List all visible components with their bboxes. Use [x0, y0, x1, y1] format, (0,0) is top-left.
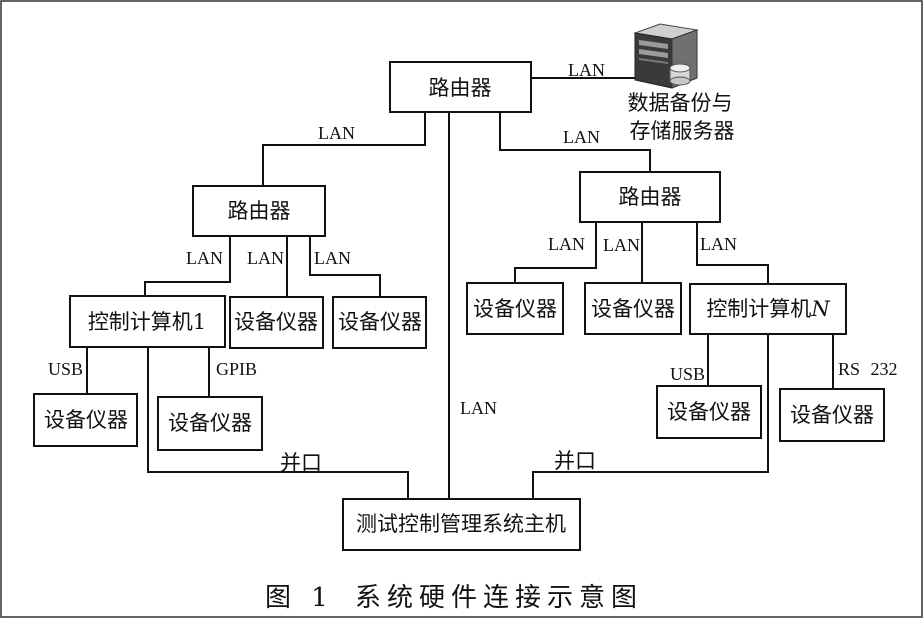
- router-top-label: 路由器: [429, 76, 492, 100]
- label-pcn-usb: USB: [670, 364, 705, 384]
- link-router-top-router-left: [262, 112, 426, 186]
- link-router-right-device-a: [514, 222, 597, 283]
- device-left-a-label: 设备仪器: [234, 310, 318, 334]
- server-icon: [633, 23, 699, 89]
- host-computer-label: 测试控制管理系统主机: [356, 512, 566, 536]
- control-computer-n: 控制计算机N: [689, 283, 847, 335]
- device-pcn-rs232-label: 设备仪器: [790, 403, 874, 427]
- server-label-line-2: 存储服务器: [630, 119, 735, 143]
- label-pc1-gpib: GPIB: [216, 359, 257, 379]
- link-router-right-pcn: [696, 222, 769, 284]
- label-router-left-device-b: LAN: [314, 248, 351, 268]
- device-pc1-usb-label: 设备仪器: [44, 408, 128, 432]
- device-pc1-usb: 设备仪器: [33, 393, 138, 447]
- router-left: 路由器: [192, 185, 326, 237]
- control-computer-n-prefix: 控制计算机: [706, 297, 811, 321]
- router-top: 路由器: [389, 61, 532, 113]
- label-pcn-rs232: RS 232: [838, 359, 898, 379]
- caption-title: 系统硬件连接示意图: [355, 583, 643, 613]
- caption-figure-number: 图 1: [265, 583, 334, 613]
- link-pcn-host: [532, 334, 769, 499]
- label-router-top-router-right: LAN: [563, 127, 600, 147]
- device-right-a-label: 设备仪器: [473, 297, 557, 321]
- link-router-left-pc1: [144, 236, 231, 296]
- device-right-a: 设备仪器: [466, 282, 564, 335]
- label-router-top-server: LAN: [568, 60, 605, 80]
- label-router-right-pcn: LAN: [700, 234, 737, 254]
- label-pcn-host: 并口: [554, 449, 596, 473]
- device-pcn-usb: 设备仪器: [656, 385, 762, 439]
- host-computer: 测试控制管理系统主机: [342, 498, 581, 551]
- label-router-right-device-b: LAN: [603, 235, 640, 255]
- label-pc1-host: 并口: [280, 451, 322, 475]
- router-left-label: 路由器: [228, 199, 291, 223]
- link-pc1-host: [147, 347, 409, 499]
- router-right-label: 路由器: [619, 185, 682, 209]
- device-left-b-label: 设备仪器: [338, 310, 422, 334]
- control-computer-1-label: 控制计算机1: [88, 310, 206, 334]
- label-router-right-device-a: LAN: [548, 234, 585, 254]
- link-router-top-router-right: [499, 112, 651, 172]
- router-right: 路由器: [579, 171, 721, 223]
- label-router-top-host: LAN: [460, 398, 497, 418]
- device-pcn-usb-label: 设备仪器: [667, 400, 751, 424]
- device-left-b: 设备仪器: [332, 296, 427, 349]
- server-label-line-1: 数据备份与: [628, 91, 733, 115]
- label-router-top-router-left: LAN: [318, 123, 355, 143]
- device-pc1-gpib: 设备仪器: [157, 396, 263, 451]
- control-computer-n-label: 控制计算机N: [706, 297, 830, 321]
- device-pc1-gpib-label: 设备仪器: [168, 411, 252, 435]
- device-pcn-rs232: 设备仪器: [779, 388, 885, 442]
- label-router-left-pc1: LAN: [186, 248, 223, 268]
- device-right-b: 设备仪器: [584, 282, 682, 335]
- device-right-b-label: 设备仪器: [591, 297, 675, 321]
- label-pc1-usb: USB: [48, 359, 83, 379]
- control-computer-n-suffix: N: [810, 297, 830, 321]
- label-router-left-device-a: LAN: [247, 248, 284, 268]
- link-router-left-device-b: [309, 236, 381, 297]
- control-computer-1: 控制计算机1: [69, 295, 226, 348]
- device-left-a: 设备仪器: [229, 296, 324, 349]
